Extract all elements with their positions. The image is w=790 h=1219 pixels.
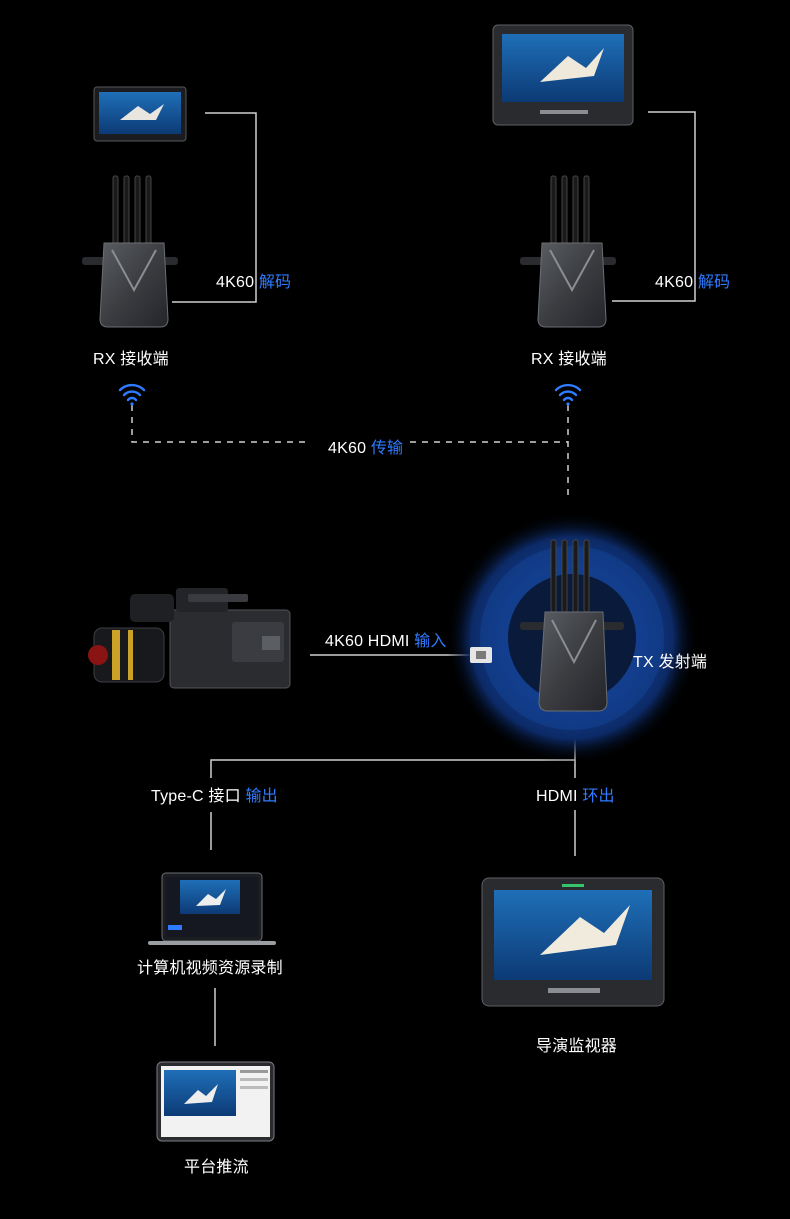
- line-right-monitor-rx: [612, 111, 696, 302]
- rx-receiver-left: [82, 175, 178, 328]
- streaming-label: 平台推流: [184, 1159, 249, 1176]
- hdmi-loop-label: HDMI 环出: [536, 782, 615, 806]
- small-monitor: [93, 86, 187, 142]
- tx-label: TX 发射端: [633, 654, 708, 671]
- decode-word: 解码: [258, 274, 292, 291]
- left-decode-label: 4K60 解码: [216, 268, 291, 292]
- line-left-monitor-rx: [172, 112, 257, 303]
- rx-right-label: RX 接收端: [531, 351, 607, 368]
- hdmi-loop-word: 环出: [582, 788, 615, 805]
- hdmi-port-icon: [470, 647, 492, 663]
- director-monitor-label: 导演监视器: [536, 1038, 618, 1055]
- streaming-tablet: [156, 1061, 275, 1142]
- cinema-camera: [88, 588, 291, 689]
- wifi-icon: [554, 383, 582, 406]
- transmission-word: 传输: [370, 440, 404, 457]
- typec-word: 输出: [245, 788, 278, 805]
- wifi-icon: [118, 383, 146, 406]
- rx-receiver-right: [520, 175, 616, 328]
- typec-spec: Type-C 接口: [151, 788, 241, 805]
- director-monitor-device: [481, 877, 665, 1007]
- decode-spec: 4K60: [216, 274, 255, 291]
- tx-transmitter: [520, 539, 624, 712]
- transmission-label: 4K60 传输: [328, 434, 403, 458]
- computer-label: 计算机视频资源录制: [137, 960, 283, 977]
- hdmi-input-word: 输入: [414, 633, 447, 650]
- laptop: [148, 872, 276, 945]
- transmission-spec: 4K60: [328, 440, 367, 457]
- decode-word: 解码: [697, 274, 731, 291]
- wireless-dashed-lines: [131, 405, 569, 500]
- decode-spec: 4K60: [655, 274, 694, 291]
- hdmi-input-spec: 4K60 HDMI: [325, 633, 410, 650]
- rx-left-label: RX 接收端: [93, 351, 169, 368]
- right-decode-label: 4K60 解码: [655, 268, 730, 292]
- typec-label: Type-C 接口 输出: [151, 782, 278, 806]
- hdmi-input-label: 4K60 HDMI 输入: [325, 627, 447, 651]
- hdmi-loop-spec: HDMI: [536, 788, 578, 805]
- field-monitor: [492, 24, 634, 126]
